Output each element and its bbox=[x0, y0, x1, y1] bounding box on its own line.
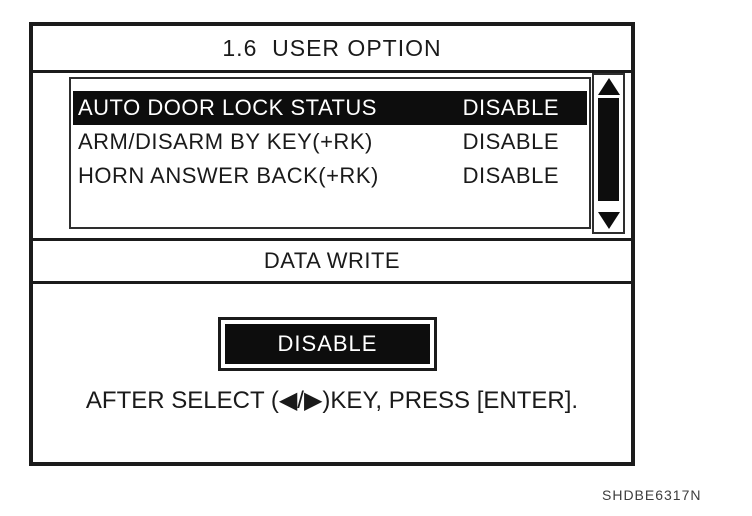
scroll-up-icon[interactable] bbox=[597, 78, 620, 95]
option-value: DISABLE bbox=[462, 95, 559, 120]
scrollbar-thumb[interactable] bbox=[598, 98, 619, 201]
option-list-section: AUTO DOOR LOCK STATUS DISABLE ARM/DISARM… bbox=[33, 73, 631, 238]
value-selector[interactable]: DISABLE bbox=[218, 317, 437, 371]
data-write-section: DISABLE AFTER SELECT (◀/▶)KEY, PRESS [EN… bbox=[33, 284, 631, 462]
option-value: DISABLE bbox=[462, 129, 559, 154]
instruction-text: AFTER SELECT (◀/▶)KEY, PRESS [ENTER]. bbox=[85, 387, 579, 414]
option-label: HORN ANSWER BACK(+RK) bbox=[78, 163, 379, 188]
scroll-down-icon[interactable] bbox=[597, 212, 620, 229]
option-row-arm-disarm-by-key[interactable]: ARM/DISARM BY KEY(+RK) DISABLE bbox=[71, 125, 589, 159]
page-title: 1.6 USER OPTION bbox=[222, 34, 442, 61]
option-list: AUTO DOOR LOCK STATUS DISABLE ARM/DISARM… bbox=[69, 77, 591, 229]
option-row-auto-door-lock-status[interactable]: AUTO DOOR LOCK STATUS DISABLE bbox=[73, 91, 587, 125]
selected-value: DISABLE bbox=[277, 331, 378, 356]
option-label: ARM/DISARM BY KEY(+RK) bbox=[78, 129, 373, 154]
scan-tool-screen: 1.6 USER OPTION AUTO DOOR LOCK STATUS DI… bbox=[29, 22, 635, 466]
option-value: DISABLE bbox=[462, 163, 559, 188]
selected-value-display: DISABLE bbox=[225, 324, 430, 364]
scrollbar[interactable] bbox=[592, 73, 625, 234]
screen-title-bar: 1.6 USER OPTION bbox=[33, 26, 631, 73]
option-row-horn-answer-back[interactable]: HORN ANSWER BACK(+RK) DISABLE bbox=[71, 159, 589, 193]
mode-bar: DATA WRITE bbox=[33, 238, 631, 284]
figure-code: SHDBE6317N bbox=[602, 487, 702, 503]
option-label: AUTO DOOR LOCK STATUS bbox=[78, 95, 377, 120]
mode-label: DATA WRITE bbox=[263, 248, 401, 273]
